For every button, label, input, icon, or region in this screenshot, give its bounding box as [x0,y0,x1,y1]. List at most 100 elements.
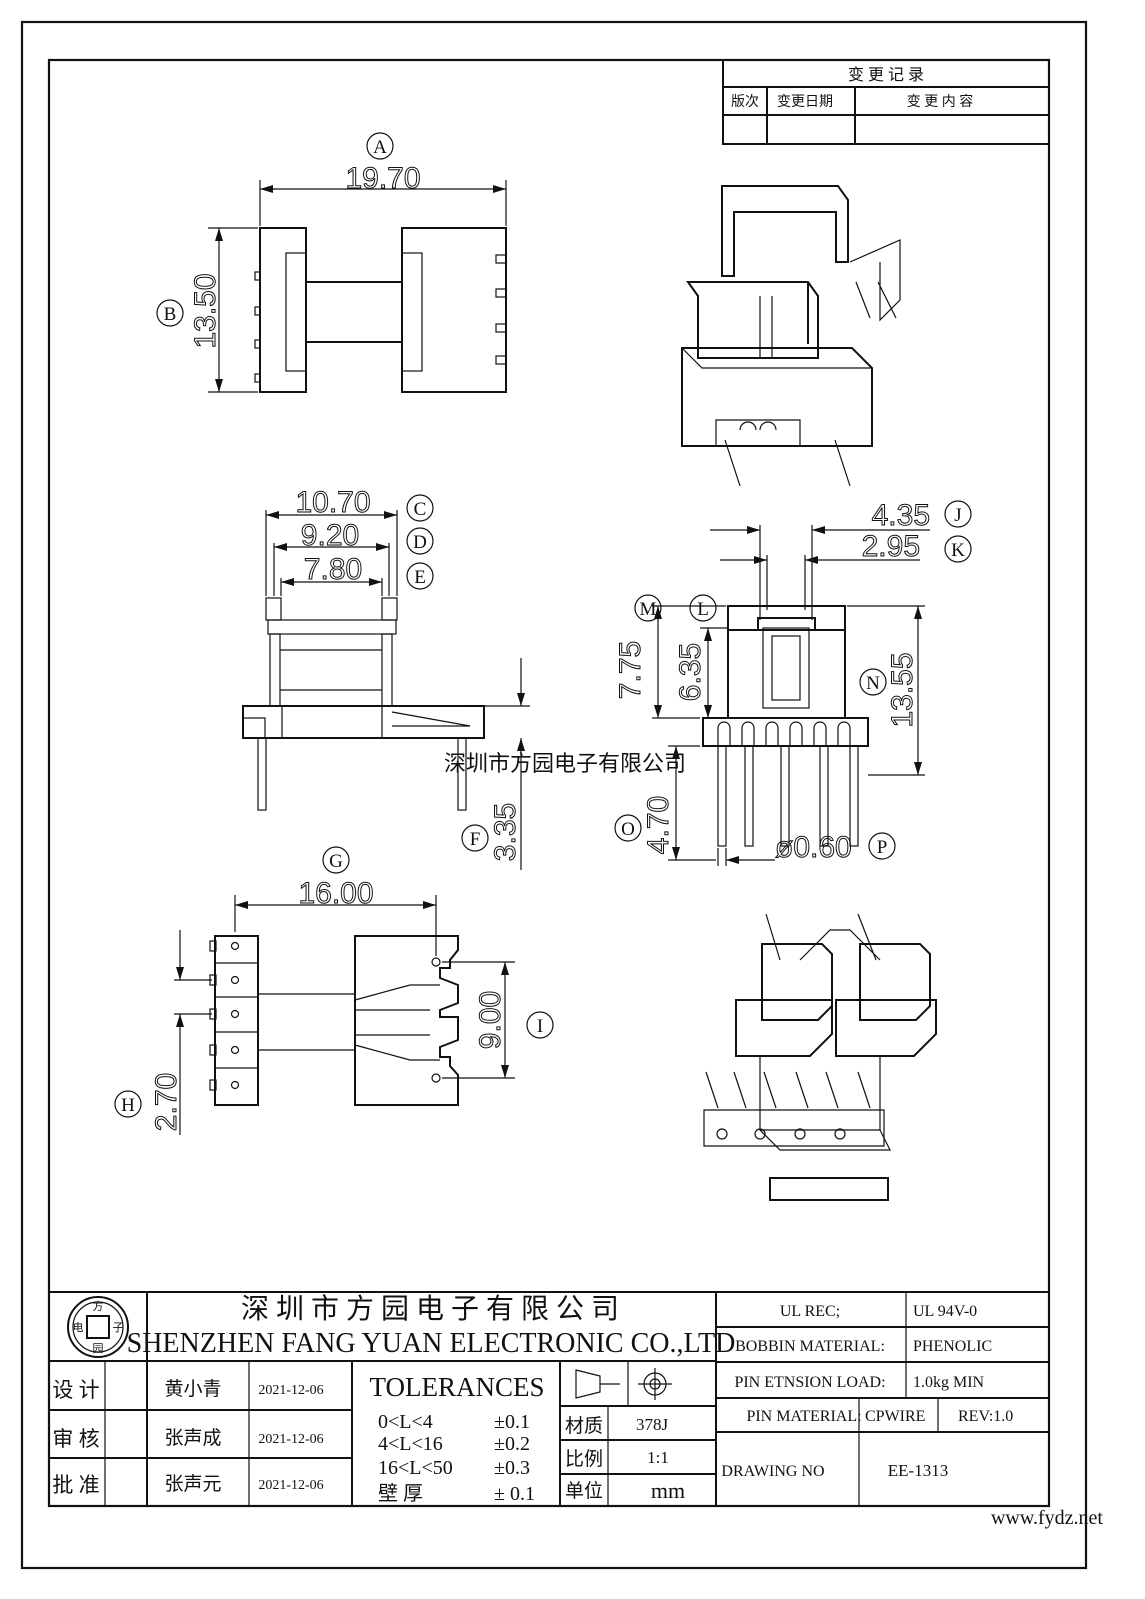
dim-value-c: 10.70 [295,486,370,519]
dim-value-n: 13.55 [886,652,919,727]
arrow-head [384,511,397,519]
signature-role: 设 计 [52,1378,99,1402]
dim-label-o: O [621,819,635,840]
arrow-head [704,705,712,718]
dim-label-circle [322,846,350,874]
pin-hole [431,1073,441,1083]
pin-hole [230,941,240,951]
spec-value: PHENOLIC [913,1338,992,1355]
dim-value-i: 9.00 [474,991,507,1049]
tolerance-value: ± 0.1 [494,1483,535,1505]
arrow-head [501,1065,509,1078]
arrow-head [260,185,273,193]
dim-label-circle [868,832,896,860]
arrow-head [747,526,760,534]
isometric-view-bottom [703,913,937,1201]
dim-value-m: 7.75 [614,641,647,699]
dim-label-m: M [640,599,657,620]
dim-label-b: B [164,304,177,325]
arrow-head [369,578,382,586]
arrow-head [914,606,922,619]
arrow-head [704,628,712,641]
signature-date: 2021-12-06 [258,1383,323,1398]
dim-value-l: 6.35 [674,643,707,701]
dim-value-f: 3.35 [489,803,522,861]
signature-role: 审 核 [52,1427,99,1451]
arrow-head [376,543,389,551]
drawing-no-label: DRAWING NO [721,1463,824,1480]
pin-hole [431,957,441,967]
drawing-no-value: EE-1313 [888,1461,948,1480]
signature-date: 2021-12-06 [258,1432,323,1447]
title-block: 方电子园深 圳 市 方 园 电 子 有 限 公 司SHENZHEN FANG Y… [49,1291,1049,1506]
arrow-head [672,847,680,860]
company-logo-ring [72,1301,124,1353]
material-value: 378J [636,1415,669,1434]
dim-label-circle [461,824,489,852]
dim-label-circle [944,535,972,563]
dim-label-circle [366,132,394,160]
dim-label-j: J [954,505,961,526]
pin-material-value: CPWIRE [865,1408,925,1425]
arrow-head [266,511,279,519]
logo-char: 园 [93,1342,104,1355]
revision: REV:1.0 [958,1408,1013,1425]
dim-label-circle [156,299,184,327]
dim-value-b: 13.50 [189,273,222,348]
arrow-head [672,746,680,759]
tolerances-title: TOLERANCES [369,1372,544,1402]
arrow-head [274,543,287,551]
logo-char: 方 [93,1299,104,1313]
arrow-head [914,762,922,775]
dim-label-l: L [697,599,709,620]
arrow-head [215,379,223,392]
arrow-head [754,556,767,564]
dim-label-d: D [413,532,427,553]
tolerance-value: ±0.1 [494,1411,530,1433]
pin-hole [230,1045,240,1055]
dim-label-circle [526,1011,554,1039]
arrow-head [805,556,818,564]
dim-label-f: F [470,829,481,850]
signature-name: 张声元 [164,1473,221,1495]
pin-hole [230,1009,240,1019]
logo-char: 子 [113,1321,124,1334]
arrow-head [654,705,662,718]
pin-material-label: PIN MATERIAL: [746,1408,861,1425]
tolerance-value: ±0.2 [494,1433,530,1455]
dim-label-circle [406,494,434,522]
tolerance-range: 4<L<16 [378,1433,443,1455]
unit-value: mm [651,1478,685,1503]
dim-label-circle [689,594,717,622]
dim-value-o: 4.70 [642,796,675,854]
signature-name: 张声成 [164,1427,221,1449]
pin-socket [754,1128,766,1140]
watermark-center: 深圳市方园电子有限公司 [444,751,686,776]
pin-hole [230,1080,240,1090]
arrow-head [812,526,825,534]
arrow-head [235,901,248,909]
pin-socket [794,1128,806,1140]
col-version: 版次 [731,94,759,110]
dim-label-circle [114,1090,142,1118]
arrow-head [726,856,739,864]
material-label: 材质 [565,1415,603,1437]
dim-label-circle [406,527,434,555]
spec-value: UL 94V-0 [913,1303,977,1320]
spec-label: UL REC; [780,1303,840,1320]
scale-value: 1:1 [647,1448,669,1467]
drawing-frame [20,20,1088,1570]
company-name-cn: 深 圳 市 方 园 电 子 有 限 公 司 [241,1293,619,1325]
dim-value-k: 2.95 [862,530,920,563]
scale-label: 比例 [565,1448,603,1470]
tolerance-range: 0<L<4 [378,1411,433,1433]
tolerance-range: 16<L<50 [378,1457,453,1479]
dim-label-circle [859,668,887,696]
spec-value: 1.0kg MIN [913,1374,985,1391]
arrow-head [654,606,662,619]
isometric-view-top [681,185,901,487]
